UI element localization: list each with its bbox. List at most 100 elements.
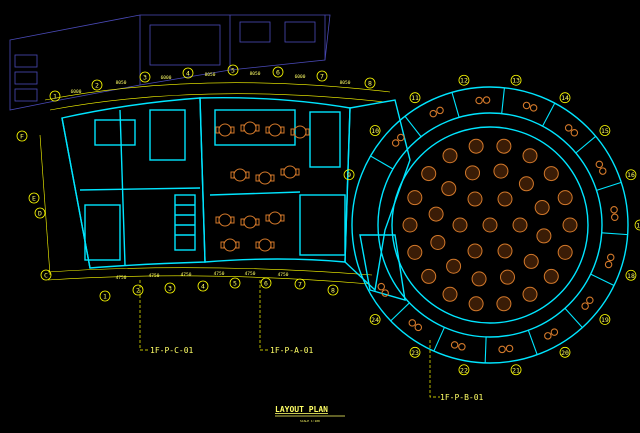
lounge-chair (215, 216, 220, 224)
bottom-grid-marker: 3 (164, 282, 176, 294)
ring-grid-label: 21 (512, 366, 520, 374)
banquet-table (496, 296, 512, 312)
banquet-table (557, 244, 573, 260)
banquet-table (465, 165, 481, 181)
wing-a-walls (199, 97, 351, 263)
bottom-grid-label: 2 (136, 287, 140, 295)
top-grid-label: 1 (53, 93, 57, 101)
top-grid-marker: 7 (316, 70, 328, 82)
ring-grid-marker: 14 (559, 92, 571, 104)
private-room-table (436, 106, 444, 115)
ring-grid-label: 14 (561, 94, 569, 102)
top-dim-text: 8050 (116, 80, 127, 86)
lounge-table (258, 171, 272, 185)
banquet-table (499, 269, 515, 285)
lounge-chair (245, 171, 250, 179)
left-grid-marker: C (40, 269, 52, 281)
lounge-chair (270, 174, 275, 182)
private-room-table (498, 345, 506, 354)
lounge-table (243, 215, 257, 229)
lounge-chair (280, 214, 285, 222)
banquet-table (471, 271, 487, 287)
banquet-table (497, 243, 513, 259)
room-partition (575, 135, 597, 154)
lounge-table (243, 121, 257, 135)
ring-grid-marker: 9 (343, 169, 355, 181)
lounge-chair (240, 124, 245, 132)
ring-grid-marker: 22 (458, 364, 470, 376)
ring-grid-label: 19 (601, 316, 609, 324)
room-partition (370, 155, 394, 170)
lounge-chair (230, 126, 235, 134)
bottom-grid-marker: 6 (260, 277, 272, 289)
banquet-table (441, 181, 457, 197)
drawing-title: LAYOUT PLAN (275, 405, 328, 414)
private-room-table (581, 302, 589, 310)
banquet-table (421, 268, 437, 284)
private-room-table (564, 124, 573, 132)
private-room-table (475, 96, 483, 105)
lounge-chair (255, 124, 260, 132)
lounge-table (268, 123, 282, 137)
banquet-table (512, 217, 528, 233)
private-room-table (391, 139, 400, 147)
room-partition (542, 102, 556, 127)
room-partition (501, 87, 505, 114)
ring-grid-marker: 23 (409, 346, 421, 358)
lounge-table (218, 123, 232, 137)
lounge-chair (295, 168, 300, 176)
private-room-table (408, 319, 417, 327)
existing-building-outline (9, 14, 331, 111)
banquet-tables (402, 138, 578, 312)
banquet-table (467, 243, 483, 259)
bottom-dim-text: 4750 (116, 275, 127, 281)
top-dim-text: 6000 (71, 89, 82, 95)
private-room-table (396, 133, 405, 142)
ring-grid-marker: 13 (510, 74, 522, 86)
left-grid-label: D (38, 210, 42, 218)
bottom-grid-label: 7 (298, 281, 302, 289)
banquet-table (522, 148, 538, 164)
wing-c-walls (61, 97, 206, 269)
private-room-table (604, 260, 613, 269)
ring-grid-label: 12 (460, 77, 468, 85)
lounge-chair (240, 218, 245, 226)
banquet-table (493, 163, 509, 179)
left-grid-marker: F (16, 130, 28, 142)
lounge-chair (305, 128, 310, 136)
ring-grid-label: 18 (627, 272, 635, 280)
banquet-table (446, 258, 462, 274)
private-room-table (550, 328, 559, 336)
lounge-chair (265, 126, 270, 134)
ring-grid-markers: 9101112131415161718192021222324 (343, 74, 640, 376)
left-grid-markers: F ED C (16, 130, 52, 281)
bottom-grid-marker: 1 (99, 290, 111, 302)
private-room-table (414, 323, 423, 332)
lounge-chair (280, 168, 285, 176)
lounge-chair (230, 216, 235, 224)
private-room-table (570, 128, 579, 137)
left-grid-label: E (32, 195, 36, 203)
top-grid-label: 3 (143, 74, 147, 82)
lounge-table (268, 211, 282, 225)
bottom-dim-text: 4750 (214, 271, 225, 277)
top-grid-label: 8 (368, 80, 372, 88)
private-room-table (544, 332, 552, 340)
bottom-grid-marker: 5 (229, 277, 241, 289)
bottom-dim-text: 4750 (245, 271, 256, 277)
private-room-table (482, 96, 491, 104)
top-grid-label: 5 (231, 67, 235, 75)
ring-grid-label: 11 (411, 94, 419, 102)
top-grid-marker: 5 (227, 64, 239, 76)
room-partition (484, 336, 487, 363)
ring-grid-label: 22 (460, 366, 468, 374)
lounge-table (233, 168, 247, 182)
top-grid-label: 7 (320, 73, 324, 81)
grid-lines (39, 82, 391, 285)
bottom-dim-text: 4750 (181, 272, 192, 278)
bottom-grid-marker: 4 (197, 280, 209, 292)
lounge-chair (215, 126, 220, 134)
lounge-table (218, 213, 232, 227)
